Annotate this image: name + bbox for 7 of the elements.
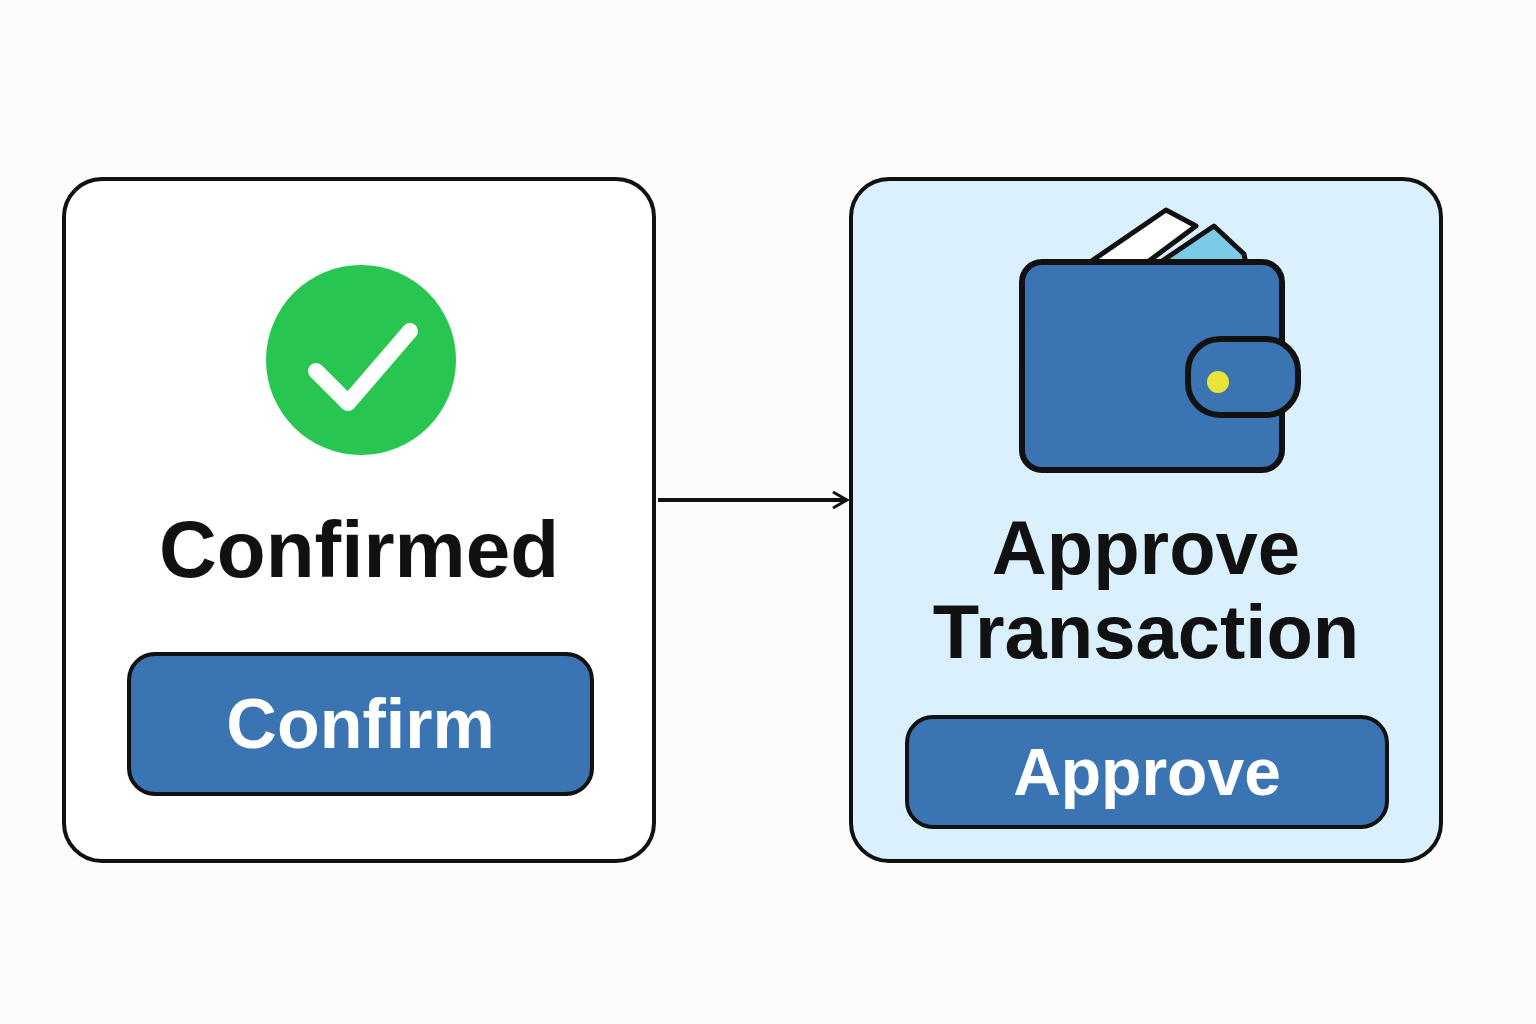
status-card — [62, 177, 656, 863]
card-heading: Confirmed — [158, 506, 560, 594]
wallet-card — [849, 177, 1443, 863]
arrow — [658, 490, 849, 510]
confirm-button: Confirm — [127, 652, 594, 796]
card-heading: Approve Transaction — [931, 506, 1361, 674]
approve-button: Approve — [905, 715, 1389, 829]
